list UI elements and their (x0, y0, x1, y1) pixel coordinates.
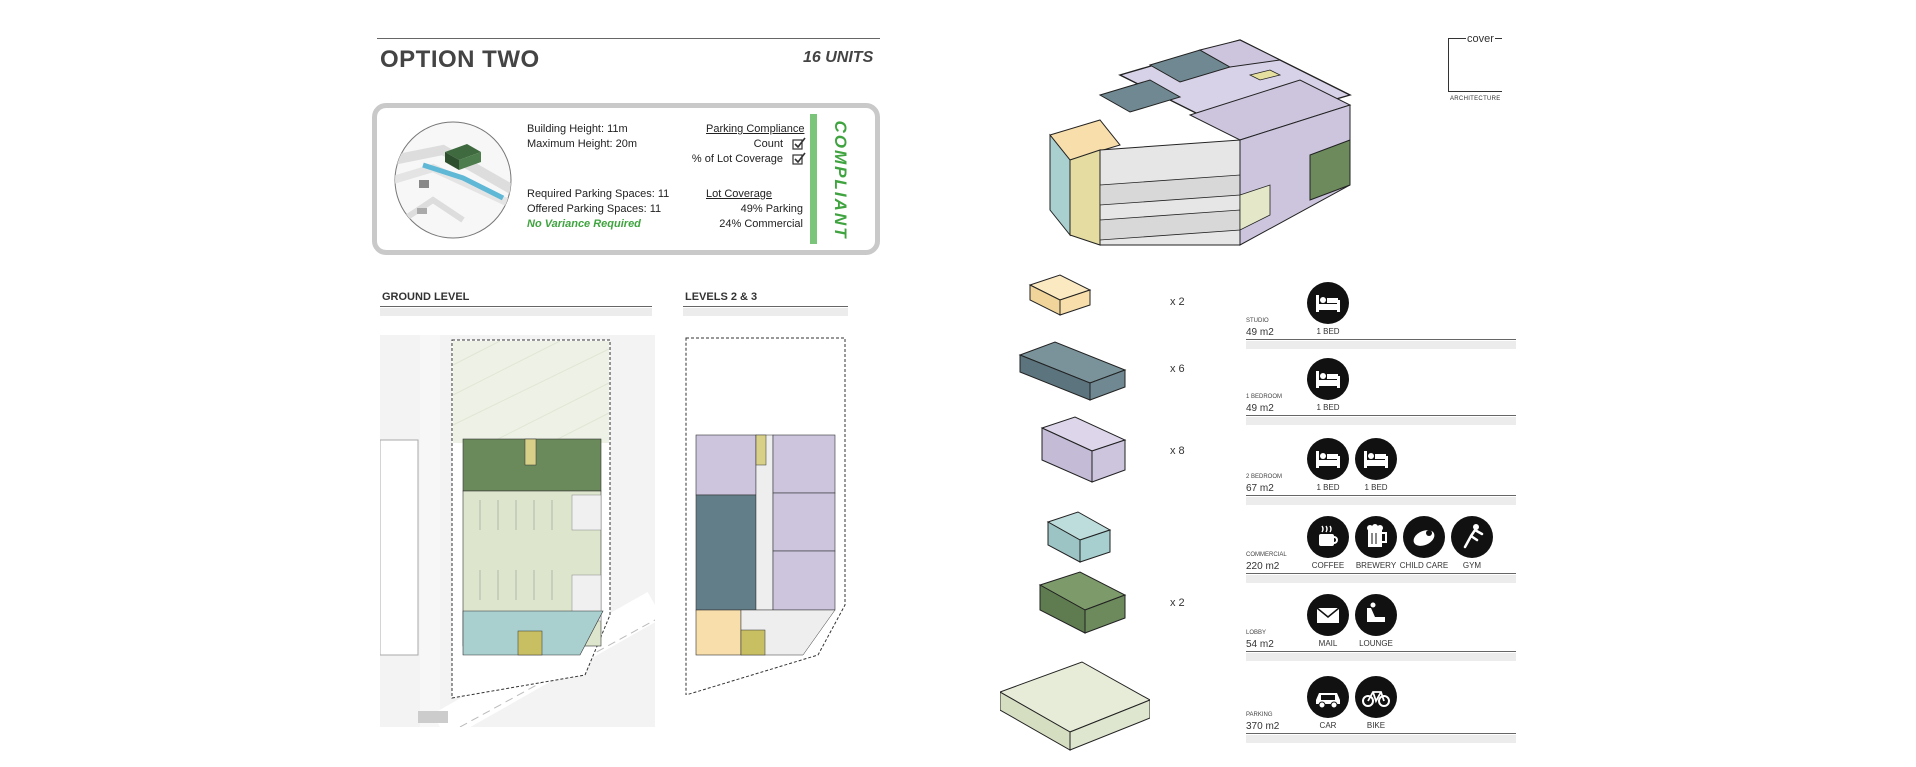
levels-title: LEVELS 2 & 3 (685, 291, 758, 303)
amenity-label: 1 BED (1316, 483, 1340, 492)
compliance-status: COMPLIANT (831, 120, 850, 240)
unit-type-area: 49 m2 (1246, 403, 1274, 414)
car-icon (1307, 676, 1349, 718)
bike-icon (1355, 676, 1397, 718)
amenity-label: 1 BED (1364, 483, 1388, 492)
unit-type-area: 54 m2 (1246, 639, 1274, 650)
lounge-icon (1355, 594, 1397, 636)
ground-level-plan (380, 335, 655, 727)
logo-name: cover (1466, 33, 1495, 45)
unit-row-rule (1246, 573, 1516, 574)
unit-row-rule (1246, 415, 1516, 416)
commercial-block (1046, 511, 1112, 563)
amenity-label: BIKE (1366, 721, 1386, 730)
parking-block (1000, 661, 1150, 751)
one-bed-count: x 6 (1170, 363, 1185, 375)
mail-icon (1307, 594, 1349, 636)
studio-block (1028, 274, 1092, 316)
unit-type-area: 220 m2 (1246, 561, 1280, 572)
header-rule (377, 38, 880, 39)
compliant-bar (810, 114, 817, 244)
unit-type-name: PARKING (1246, 712, 1273, 718)
commercial-percentage: 24% Commercial (719, 218, 803, 230)
lot-coverage-title: Lot Coverage (706, 188, 773, 200)
lot-coverage-check-label: % of Lot Coverage (691, 153, 783, 165)
unit-row-shade (1246, 735, 1516, 743)
unit-count: 16 UNITS (803, 49, 874, 66)
beer-icon (1355, 516, 1397, 558)
lobby-block (1038, 571, 1127, 634)
unit-row-shade (1246, 497, 1516, 505)
coffee-icon (1307, 516, 1349, 558)
levels-shade (683, 308, 848, 316)
amenity-label: 1 BED (1316, 403, 1340, 412)
levels-rule (683, 306, 848, 307)
unit-row-rule (1246, 733, 1516, 734)
gym-icon (1451, 516, 1493, 558)
count-label: Count (753, 138, 783, 150)
bed-icon (1307, 282, 1349, 324)
unit-row-shade (1246, 417, 1516, 425)
lobby-count: x 2 (1170, 597, 1185, 609)
amenity-label: CHILD CARE (1399, 561, 1449, 570)
unit-type-area: 67 m2 (1246, 483, 1274, 494)
isometric-building (1049, 39, 1352, 246)
amenity-label: COFFEE (1311, 561, 1345, 570)
offered-parking: Offered Parking Spaces: 11 (527, 203, 662, 215)
unit-legend-blocks (1000, 274, 1150, 751)
parking-percentage: 49% Parking (740, 203, 803, 215)
upper-levels-plan (685, 337, 846, 695)
logo-subtitle: ARCHITECTURE (1450, 96, 1501, 102)
bed-icon (1355, 438, 1397, 480)
parking-compliance-title: Parking Compliance (706, 123, 805, 135)
child-care-icon (1403, 516, 1445, 558)
variance-status: No Variance Required (527, 218, 641, 230)
ground-level-rule (380, 306, 652, 307)
unit-type-name: 2 BEDROOM (1246, 474, 1283, 480)
two-bed-count: x 8 (1170, 445, 1185, 457)
checkbox-checked-icon (792, 137, 806, 150)
unit-row-rule (1246, 651, 1516, 652)
unit-type-area: 49 m2 (1246, 327, 1274, 338)
unit-row-shade (1246, 653, 1516, 661)
bed-icon (1307, 438, 1349, 480)
unit-type-name: COMMERCIAL (1246, 552, 1287, 558)
ground-level-title: GROUND LEVEL (382, 291, 470, 303)
logo-box (1448, 38, 1502, 92)
amenity-label: LOUNGE (1359, 639, 1393, 648)
amenity-label: BREWERY (1355, 561, 1397, 570)
building-height: Building Height: 11m (527, 123, 628, 135)
amenity-label: 1 BED (1316, 327, 1340, 336)
required-parking: Required Parking Spaces: 11 (527, 188, 670, 200)
site-context-diagram (394, 121, 512, 239)
checkbox-checked-icon (792, 152, 806, 165)
unit-row-shade (1246, 575, 1516, 583)
unit-row-rule (1246, 339, 1516, 340)
amenity-label: MAIL (1318, 639, 1338, 648)
unit-row-rule (1246, 495, 1516, 496)
unit-type-name: LOBBY (1246, 630, 1267, 636)
unit-type-name: 1 BEDROOM (1246, 394, 1283, 400)
unit-row-shade (1246, 341, 1516, 349)
unit-type-name: STUDIO (1246, 318, 1269, 324)
amenity-label: GYM (1462, 561, 1482, 570)
studio-count: x 2 (1170, 296, 1185, 308)
ground-level-shade (380, 308, 652, 316)
page-title: OPTION TWO (380, 46, 540, 73)
bed-icon (1307, 358, 1349, 400)
unit-type-area: 370 m2 (1246, 721, 1280, 732)
amenity-label: CAR (1319, 721, 1337, 730)
one-bed-block (1018, 341, 1127, 401)
maximum-height: Maximum Height: 20m (527, 138, 638, 150)
two-bed-block (1040, 416, 1127, 483)
